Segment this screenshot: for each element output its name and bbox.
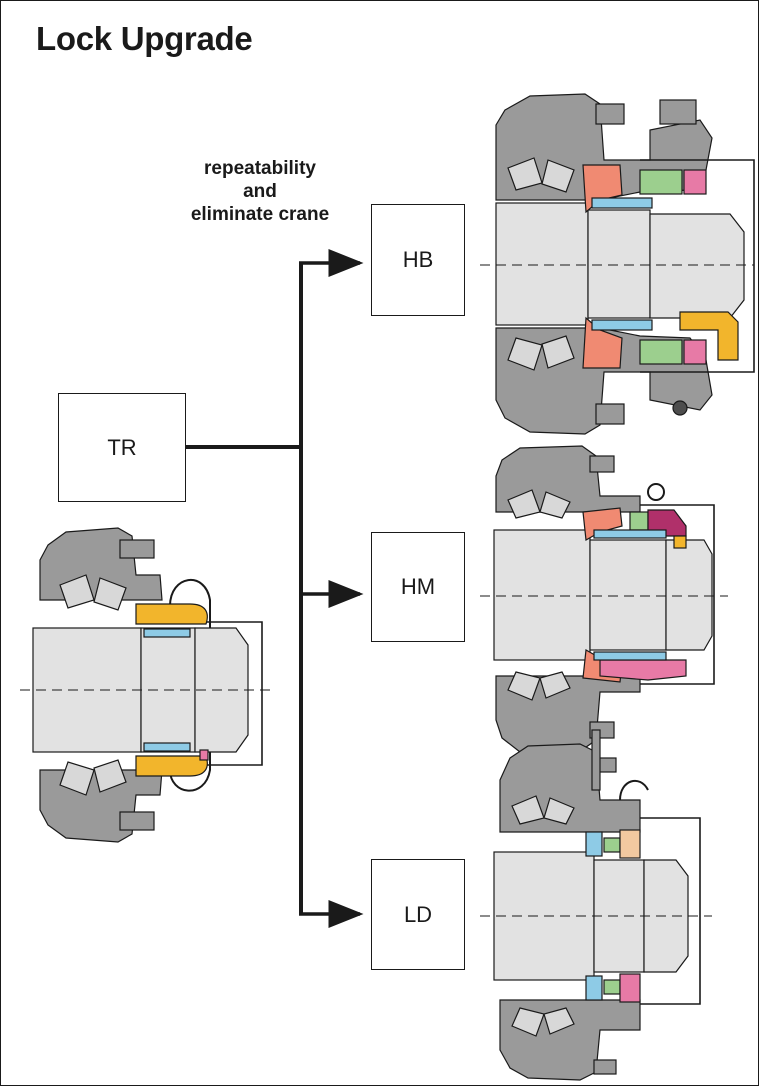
tr-bolt-bottom bbox=[119, 811, 155, 831]
ld-peach-nut-top bbox=[619, 829, 641, 859]
hm-bearing-illustration bbox=[493, 445, 715, 753]
hb-bolt-top-1 bbox=[595, 103, 625, 125]
hb-shaft-end bbox=[649, 213, 745, 319]
tr-roller-top-2 bbox=[93, 577, 127, 611]
hm-shaft-end bbox=[665, 539, 713, 651]
note-line-3: eliminate crane bbox=[190, 204, 330, 225]
ld-roller-bottom-2 bbox=[543, 1007, 575, 1035]
ld-bolt-bottom bbox=[593, 1059, 617, 1075]
page-title: Lock Upgrade bbox=[36, 20, 253, 57]
tr-roller-bottom-2 bbox=[93, 759, 127, 793]
hb-bolt-top-2 bbox=[659, 99, 697, 125]
hm-salmon-collar-top bbox=[582, 507, 623, 541]
ld-green-seal-top bbox=[603, 837, 621, 853]
hb-bearing-illustration bbox=[495, 93, 755, 435]
hb-roller-top-2 bbox=[541, 159, 575, 193]
hb-pink-seal-bottom bbox=[683, 339, 707, 365]
hb-pink-seal-top bbox=[683, 169, 707, 195]
tr-seal-bottom bbox=[143, 742, 191, 752]
hb-sleeve bbox=[587, 209, 651, 319]
note-line-1: repeatability bbox=[204, 158, 316, 179]
node-hm: HM bbox=[371, 532, 465, 642]
hm-lock-ring bbox=[673, 535, 687, 549]
hb-green-seal-top bbox=[639, 169, 683, 195]
hb-lock-ring bbox=[679, 311, 739, 361]
ld-bearing-illustration bbox=[493, 729, 701, 1081]
node-ld: LD bbox=[371, 859, 465, 970]
hm-blue-seal-bottom bbox=[593, 651, 667, 661]
ld-sleeve bbox=[593, 859, 645, 973]
hm-roller-bottom-2 bbox=[539, 671, 571, 699]
upgrade-benefit-note: repeatability and eliminate crane bbox=[150, 157, 370, 226]
tr-bolt-top bbox=[119, 539, 155, 559]
ld-blue-seal-top bbox=[585, 831, 603, 857]
ld-end-cover bbox=[640, 817, 701, 1005]
ld-roller-top-2 bbox=[543, 797, 575, 825]
hb-blue-seal-top bbox=[591, 197, 653, 209]
hb-grease-fitting bbox=[672, 400, 688, 416]
hb-shaft bbox=[495, 202, 589, 326]
tr-bearing-illustration bbox=[32, 527, 263, 843]
hb-end-cover bbox=[640, 159, 755, 373]
node-tr: TR bbox=[58, 393, 186, 502]
hb-roller-bottom-2 bbox=[541, 335, 575, 369]
hm-lifting-eye bbox=[647, 483, 665, 501]
hm-bolt-top bbox=[589, 455, 615, 473]
ld-blue-seal-bottom bbox=[585, 975, 603, 1001]
note-line-2: and bbox=[243, 181, 277, 202]
hb-bolt-bottom bbox=[595, 403, 625, 425]
hm-end-cover bbox=[640, 504, 715, 685]
tr-lock-ring-top bbox=[135, 603, 208, 625]
hm-pink-seal-bottom bbox=[599, 659, 687, 681]
hm-shaft bbox=[493, 529, 591, 661]
tr-lock-ring-bottom bbox=[135, 755, 208, 777]
ld-pink-nut-bottom bbox=[619, 973, 641, 1003]
connector-lines bbox=[186, 249, 364, 928]
tr-pink-spacer bbox=[199, 749, 209, 761]
hm-sleeve bbox=[589, 539, 667, 651]
tr-seal-top bbox=[143, 628, 191, 638]
hm-roller-top-2 bbox=[539, 491, 571, 519]
node-hb: HB bbox=[371, 204, 465, 316]
ld-green-seal-bottom bbox=[603, 979, 621, 995]
hb-green-seal-bottom bbox=[639, 339, 683, 365]
hm-green-seal-top bbox=[629, 511, 649, 531]
hm-blue-seal-top bbox=[593, 529, 667, 539]
ld-retainer-cap bbox=[619, 779, 649, 801]
ld-locking-plate bbox=[591, 729, 601, 791]
hb-blue-seal-bottom bbox=[591, 319, 653, 331]
